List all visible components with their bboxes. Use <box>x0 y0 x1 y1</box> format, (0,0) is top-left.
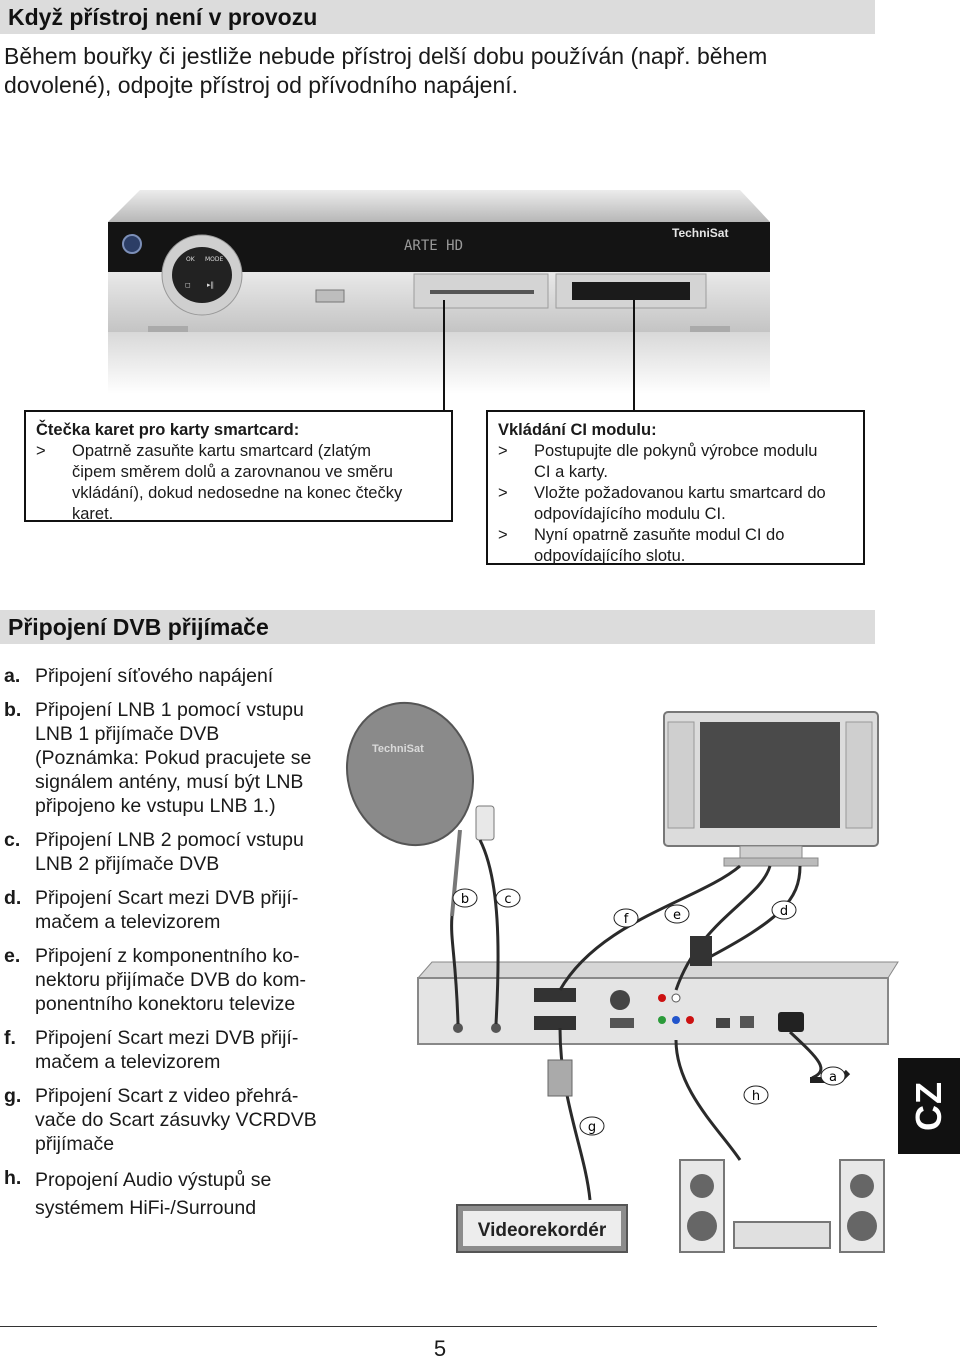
section-header-standby: Když přístroj není v provozu <box>0 0 875 34</box>
smartcard-instructions-box: Čtečka karet pro karty smartcard: > Opat… <box>24 410 453 523</box>
list-item: g. Připojení Scart z video přehrá-vače d… <box>4 1085 317 1155</box>
language-tab: CZ <box>898 1058 960 1154</box>
fan-icon <box>610 990 630 1010</box>
cable-h <box>674 1039 742 1161</box>
bullet-marker: > <box>498 442 508 460</box>
text-line: Během bouřky či jestliže nebude přístroj… <box>4 43 768 69</box>
cable-g <box>558 1027 592 1201</box>
usb-port-icon <box>315 289 345 303</box>
box-title: Vkládání CI modulu: <box>498 421 657 439</box>
label-b: b <box>452 888 478 908</box>
standby-paragraph: Během bouřky či jestliže nebude přístroj… <box>4 42 864 100</box>
svg-text:h: h <box>752 1089 760 1104</box>
lnb1-port-icon <box>453 1023 463 1033</box>
svg-text:b: b <box>461 892 469 907</box>
svg-text:f: f <box>624 912 629 927</box>
instruction-line: CI a karty. <box>534 463 608 481</box>
cable-f <box>558 864 741 991</box>
cable-c <box>478 839 500 1025</box>
ci-module-instructions-box: Vkládání CI modulu: > Postupujte dle pok… <box>486 410 865 565</box>
serial-port-icon <box>610 1018 634 1028</box>
instruction-line: odpovídajícího modulu CI. <box>534 505 726 523</box>
power-socket-icon <box>778 1012 804 1032</box>
svg-text:e: e <box>673 908 681 923</box>
instruction-line: čipem směrem dolů a zarovnanou ve směru <box>72 463 393 481</box>
page-number: 5 <box>433 1336 447 1361</box>
cable-e <box>674 865 772 991</box>
receiver-top <box>108 190 770 222</box>
box-title: Čtečka karet pro karty smartcard: <box>36 421 300 439</box>
vcr-label: Videorekordér <box>478 1220 607 1241</box>
list-item: d. Připojení Scart mezi DVB přijí-mačem … <box>4 887 299 933</box>
ok-button-label: OK <box>186 256 196 263</box>
card-reader-slot <box>430 290 534 294</box>
scart-tv-port-icon <box>534 988 576 1002</box>
receiver-rear-icon <box>416 961 899 1045</box>
language-tab-label: CZ <box>908 1081 949 1131</box>
section-title: Připojení DVB přijímače <box>8 614 269 640</box>
cable-a <box>788 1030 823 1080</box>
play-pause-icon: ▸‖ <box>207 281 214 289</box>
receiver-front-illustration: OK MODE ◻ ▸‖ ARTE HD TechniSat <box>108 190 770 412</box>
plug-icon <box>690 936 712 966</box>
satellite-dish-icon: TechniSat <box>345 701 495 917</box>
instruction-line: karet. <box>72 505 114 523</box>
instruction-line: > Nyní opatrně zasuňte modul CI do <box>498 526 785 544</box>
hifi-system-icon <box>679 1159 885 1253</box>
svg-text:a: a <box>829 1070 837 1085</box>
text-line: dovolené), odpojte přístroj od přívodníh… <box>4 72 519 98</box>
receiver-foot <box>148 326 188 332</box>
instruction-line: vkládání), dokud nedosedne na konec čteč… <box>72 484 403 502</box>
hdmi-port-icon <box>716 1018 730 1028</box>
instruction-line: odpovídajícího slotu. <box>534 547 686 565</box>
connection-list: a. Připojení síťového napájení b. Připoj… <box>4 664 334 1232</box>
bullet-marker: > <box>498 526 508 544</box>
label-h: h <box>743 1085 769 1105</box>
scart-vcr-port-icon <box>534 1016 576 1030</box>
receiver-foot <box>690 326 730 332</box>
scart-plug-icon <box>547 1059 573 1097</box>
dish-brand-logo: TechniSat <box>372 743 424 755</box>
svg-text:c: c <box>504 892 511 907</box>
label-c: c <box>495 888 521 908</box>
label-g: g <box>579 1116 605 1136</box>
bullet-marker: > <box>498 484 508 502</box>
stop-icon: ◻ <box>185 281 191 289</box>
label-e: e <box>664 904 690 924</box>
brand-logo: TechniSat <box>672 226 728 240</box>
list-item: a. Připojení síťového napájení <box>4 665 274 687</box>
instruction-line: > Vložte požadovanou kartu smartcard do <box>498 484 826 502</box>
control-dial-center <box>172 247 232 303</box>
tv-icon <box>663 711 879 867</box>
vcr-label-box: Videorekordér <box>456 1204 628 1253</box>
svg-text:g: g <box>588 1120 596 1135</box>
front-display-text: ARTE HD <box>404 238 463 254</box>
cable-b <box>450 915 460 1025</box>
mode-button-label: MODE <box>205 256 224 263</box>
lnb-icon <box>475 805 495 841</box>
label-f: f <box>613 908 639 928</box>
svg-text:d: d <box>780 904 788 919</box>
network-port-icon <box>740 1016 754 1028</box>
ci-module-icon <box>572 282 690 300</box>
bullet-marker: > <box>36 442 46 460</box>
list-item: e. Připojení z komponentního ko-nektoru … <box>4 945 306 1015</box>
footer-rule <box>0 1326 877 1327</box>
list-item: f. Připojení Scart mezi DVB přijí-mačem … <box>4 1027 299 1073</box>
section-title: Když přístroj není v provozu <box>8 4 318 30</box>
instruction-line: > Opatrně zasuňte kartu smartcard (zlatý… <box>36 442 371 460</box>
lnb2-port-icon <box>491 1023 501 1033</box>
receiver-reflection <box>108 332 770 394</box>
instruction-line: > Postupujte dle pokynů výrobce modulu <box>498 442 818 460</box>
label-d: d <box>771 900 797 920</box>
cable-set <box>450 839 823 1201</box>
section-header-connection: Připojení DVB přijímače <box>0 610 875 644</box>
power-button-icon <box>122 234 142 254</box>
label-a: a <box>820 1066 846 1086</box>
